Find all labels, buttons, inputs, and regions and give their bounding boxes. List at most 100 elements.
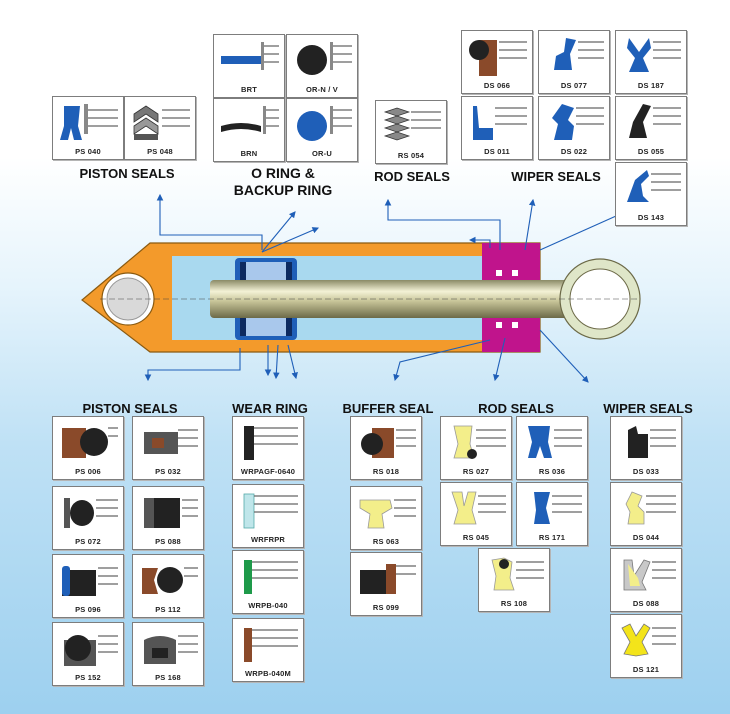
seal-profile-icon [491,557,544,591]
seal-code: OR-U [312,149,332,158]
seal-code: WRPB-040M [245,669,291,678]
seal-code: DS 066 [483,81,511,90]
seal-code: DS 088 [632,599,660,608]
seal-code: PS 168 [155,673,181,682]
card-rs-054: RS 054 [375,100,447,164]
card-rs-027: RS 027 [440,416,512,480]
seal-profile-icon [297,42,352,75]
seal-profile-icon [62,427,118,458]
seal-profile-icon [629,104,681,138]
seal-code: PS 048 [147,147,173,156]
seal-profile-icon [243,493,298,529]
heading-piston-seals-bottom: PISTON SEALS [82,401,178,416]
seal-profile-icon [244,628,298,662]
seal-profile-icon [627,38,681,72]
card-or-u: OR-U [286,98,358,162]
card-ds-088: DS 088 [610,548,682,612]
seal-code: BRT [240,85,257,94]
heading-rod-seals-top: ROD SEALS [374,169,450,184]
card-ds-033: DS 033 [610,416,682,480]
seal-profile-icon [221,106,279,134]
seal-profile-icon [64,635,118,666]
seal-code: DS 011 [484,147,510,156]
card-ds-187: DS 187 [615,30,687,94]
heading-piston-seals-top: PISTON SEALS [79,166,175,181]
card-ps-152: PS 152 [52,622,124,686]
seal-code: DS 055 [637,147,665,156]
card-ps-048: PS 048 [124,96,196,160]
seal-code: WRFRPR [250,535,286,544]
seal-profile-icon [627,170,681,202]
seal-profile-icon [528,426,582,458]
card-ps-006: PS 006 [52,416,124,480]
seal-profile-icon [361,428,416,458]
seal-profile-icon [469,40,527,76]
card-ds-121: DS 121 [610,614,682,678]
seal-profile-icon [554,38,604,70]
card-wrpb-040: WRPB-040 [232,550,304,614]
seal-code: PS 088 [155,537,181,546]
seal-profile-icon [244,426,298,460]
card-wrpb-040m: WRPB-040M [232,618,304,682]
card-wrfrpr: WRFRPR [232,484,304,548]
seal-profile-icon [623,559,676,591]
seal-profile-icon [144,635,198,664]
seal-code: RS 036 [538,467,566,476]
card-rs-099: RS 099 [350,552,422,616]
heading-o-ring-line2: BACKUP RING [233,182,333,198]
seal-code: PS 040 [75,147,101,156]
heading-o-ring-line1: O RING & [251,165,315,181]
card-brn: BRN [213,98,285,162]
seal-code: BRN [240,149,258,158]
seal-profile-icon [144,429,198,454]
seal-profile-icon [534,492,582,524]
seal-code: DS 143 [637,213,665,222]
seal-code: PS 032 [155,467,181,476]
seal-profile-icon [144,498,198,528]
seal-code: RS 027 [462,467,490,476]
card-ds-044: DS 044 [610,482,682,546]
seal-code: RS 018 [372,467,400,476]
heading-rod-seals-bottom: ROD SEALS [478,401,554,416]
seal-code: DS 033 [632,467,660,476]
seal-code: WRPB-040 [248,601,288,610]
seal-code: DS 187 [637,81,665,90]
card-or-n-v: OR-N / V [286,34,358,98]
seal-code: PS 006 [75,467,101,476]
seal-code: DS 044 [632,533,660,542]
seal-code: PS 152 [75,673,101,682]
card-wrpagf-0640: WRPAGF-0640 [232,416,304,480]
seal-profile-icon [473,106,527,140]
seal-code: RS 108 [500,599,528,608]
seal-profile-icon [64,498,118,528]
seal-code: PS 072 [75,537,101,546]
card-rs-171: RS 171 [516,482,588,546]
seal-code: RS 171 [538,533,566,542]
heading-wiper-seals-bottom: WIPER SEALS [603,401,693,416]
seal-profile-icon [221,42,279,70]
heading-buffer-seal: BUFFER SEAL [342,401,434,416]
seal-profile-icon [552,104,604,140]
seal-profile-icon [360,564,416,594]
card-ds-055: DS 055 [615,96,687,160]
seal-profile-icon [244,560,298,594]
card-ps-032: PS 032 [132,416,204,480]
card-brt: BRT [213,34,285,98]
card-ps-088: PS 088 [132,486,204,550]
seal-code: DS 121 [632,665,660,674]
card-ps-112: PS 112 [132,554,204,618]
seal-profile-icon [628,426,676,458]
card-ps-168: PS 168 [132,622,204,686]
seal-profile-icon [142,567,198,594]
seal-code: OR-N / V [305,85,339,94]
card-rs-108: RS 108 [478,548,550,612]
card-ps-096: PS 096 [52,554,124,618]
card-rs-063: RS 063 [350,486,422,550]
seal-profile-icon [453,425,506,459]
seal-code: RS 099 [372,603,400,612]
card-ds-077: DS 077 [538,30,610,94]
card-rs-045: RS 045 [440,482,512,546]
card-ds-066: DS 066 [461,30,533,94]
